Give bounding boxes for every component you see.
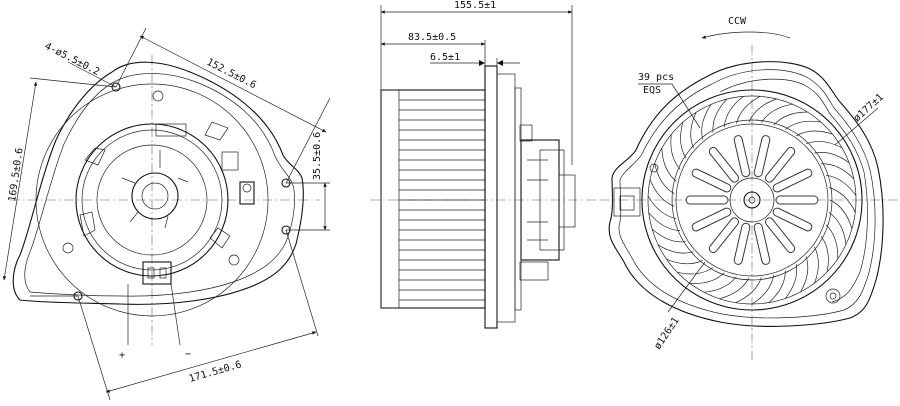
- dim-height-label: 169.5±0.6: [7, 147, 25, 202]
- fan-blade: [666, 258, 703, 265]
- hub-slot: [773, 208, 812, 231]
- hub-slot: [734, 136, 750, 177]
- fan-blade: [752, 274, 775, 305]
- front-shaft-hole: [131, 172, 179, 220]
- dia-inner-label: ø126±1: [652, 316, 681, 352]
- blade-spacing-label: EQS: [643, 85, 661, 96]
- hub-slot: [692, 208, 731, 231]
- hub-slot: [766, 148, 795, 182]
- terminal-connector: [142, 261, 172, 285]
- fan-blade: [670, 134, 681, 170]
- hub-slot: [692, 169, 731, 192]
- fan-blade: [703, 276, 737, 293]
- dim-right-label: 35.5±0.6: [312, 132, 323, 180]
- fan-blade: [723, 96, 744, 128]
- dim-total-label: 155.5±1: [454, 0, 496, 11]
- fan-inner-ring: [671, 119, 833, 281]
- fan-blade: [821, 163, 855, 180]
- front-view: 4-ø5.5±0.2 152.5±0.6 169.5±0.6 35.5±0.6 …: [2, 27, 331, 401]
- fan-blade: [785, 120, 821, 130]
- fan-blade: [649, 179, 675, 207]
- mounting-hole-1: [111, 82, 121, 92]
- fan-blade: [796, 130, 833, 137]
- fan-blade: [768, 270, 786, 303]
- fan-blade: [805, 141, 843, 149]
- fan-blade: [784, 264, 798, 299]
- dim-top-label: 152.5±0.6: [205, 57, 258, 91]
- fan-blade: [736, 95, 761, 124]
- fan-blade: [712, 98, 728, 133]
- dim-mid-label: 83.5±0.5: [408, 32, 456, 43]
- fan-blade: [825, 224, 839, 259]
- fan-blade: [828, 212, 847, 245]
- dim-bottom-label: 171.5±0.6: [188, 359, 243, 385]
- hub-slot: [709, 218, 738, 252]
- blade-count-label: 39 pcs: [638, 72, 674, 83]
- fan-blade: [825, 174, 857, 196]
- fan-blade: [829, 199, 853, 229]
- hub-slot: [766, 218, 795, 252]
- hub-slot: [754, 223, 770, 264]
- fan-blade: [719, 277, 750, 300]
- hub-center: [743, 191, 761, 209]
- fan-blade: [773, 111, 808, 126]
- fan-blade: [680, 122, 687, 159]
- plus-terminal-label: +: [119, 350, 125, 361]
- fan-blade: [690, 112, 697, 149]
- fan-blade: [657, 244, 694, 254]
- fan-blade: [701, 104, 712, 140]
- side-flange: [484, 65, 498, 329]
- hub-slot: [773, 169, 812, 192]
- fan-blade: [651, 228, 687, 243]
- fan-blade: [661, 148, 677, 182]
- hub-slot: [754, 136, 770, 177]
- hub-slot: [734, 223, 750, 264]
- fan-blade: [648, 212, 681, 231]
- fan-blade: [689, 272, 725, 284]
- fan-blade: [820, 235, 829, 272]
- back-view: CCW 39 pcs EQS ø177±1 ø126±1: [600, 16, 900, 360]
- fan-blade: [654, 163, 675, 195]
- fan-blade: [800, 256, 809, 293]
- fan-blade: [761, 103, 793, 123]
- minus-terminal-label: −: [185, 349, 191, 360]
- hub-slot: [709, 148, 738, 182]
- fan-blade: [828, 187, 856, 213]
- hole-spec-label: 4-ø5.5±0.2: [43, 41, 102, 78]
- fan-blade: [647, 195, 677, 220]
- side-view: 155.5±1 83.5±0.5 6.5±1: [370, 0, 600, 329]
- dim-small-label: 6.5±1: [430, 52, 460, 63]
- side-fan-wheel: [380, 89, 486, 309]
- fan-blade: [814, 246, 819, 284]
- fan-blade: [735, 277, 762, 304]
- fan-blade: [814, 152, 850, 164]
- fan-blade: [748, 98, 777, 123]
- ccw-rotation-arrow: [701, 31, 791, 39]
- rotation-label: CCW: [728, 16, 747, 27]
- fan-blade: [677, 267, 714, 275]
- scroll-housing-outline: [608, 61, 884, 327]
- dia-outer-label: ø177±1: [852, 92, 886, 124]
- fan-outer-ring: [641, 89, 863, 311]
